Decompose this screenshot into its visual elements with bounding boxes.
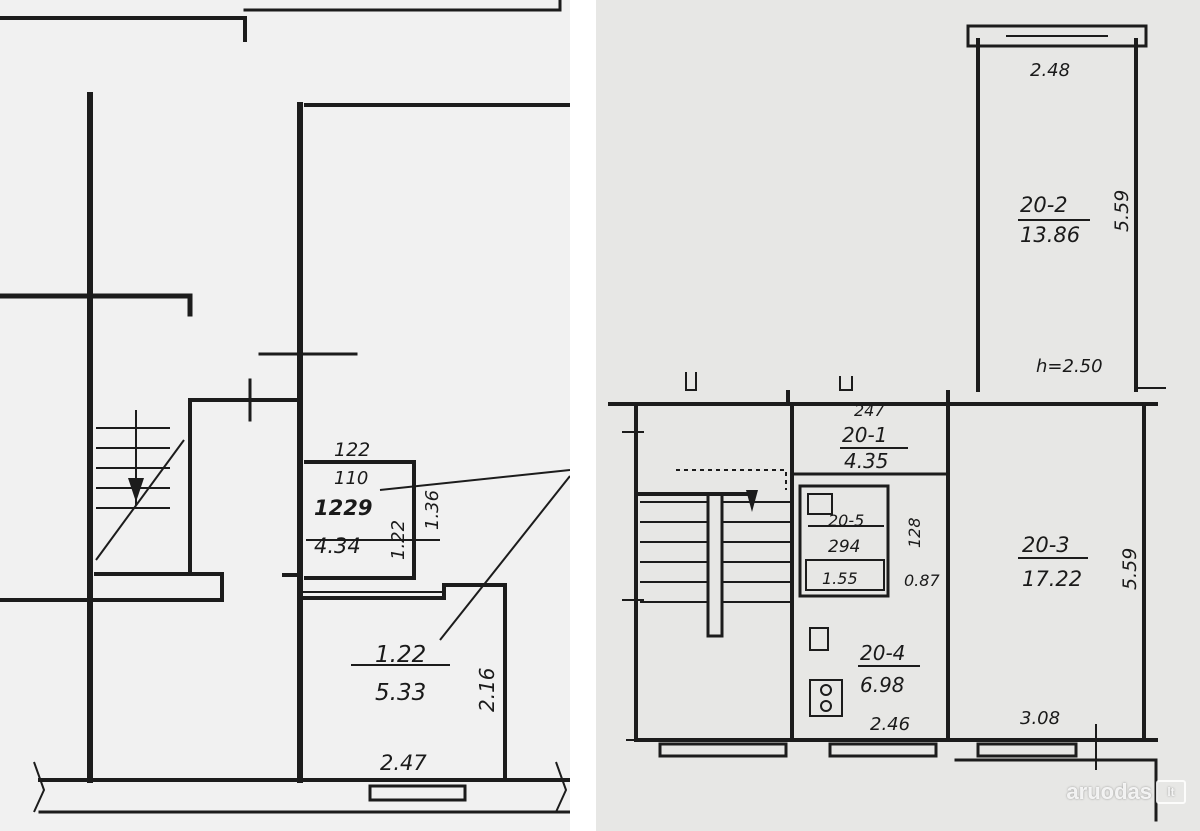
label-room-3-width: 3.08 (1020, 708, 1060, 729)
left-wall-ticks (622, 431, 644, 601)
left-lower-wall (0, 572, 224, 602)
toilet (807, 493, 833, 515)
top-wall (0, 16, 247, 42)
left-horizontal-wall (0, 293, 193, 317)
staircase-right (638, 469, 790, 638)
bath-room-walls (304, 460, 416, 580)
aruodas-watermark: aruodas lt (1066, 779, 1186, 805)
label-kitchen-width: 2.46 (870, 714, 910, 735)
label-room-5-dim-v: 128 (905, 517, 924, 548)
window-1 (658, 742, 788, 758)
label-room-a-dim-v2: 1.36 (422, 490, 443, 530)
bottom-window (368, 784, 467, 802)
bath-block (798, 484, 890, 598)
kitchen-sink (809, 627, 829, 651)
label-room-a-code: 1229 (314, 496, 372, 520)
label-room-4-code: 20-4 (860, 641, 905, 665)
lower-room-walls (282, 573, 507, 782)
label-room-5-area: 294 (828, 537, 860, 557)
pointer-line-1 (379, 469, 570, 491)
label-bottom-width: 2.47 (380, 751, 427, 775)
label-room-b-area: 5.33 (375, 680, 426, 706)
label-room-3-area: 17.22 (1022, 567, 1082, 591)
stove (809, 679, 843, 717)
label-bath-dim: 0.87 (904, 571, 940, 590)
label-room-2-area: 13.86 (1020, 223, 1080, 247)
left-floor-plan: 122 110 1229 4.34 1.22 1.36 1.22 5.33 2.… (0, 0, 570, 831)
label-room-3-length: 5.59 (1119, 548, 1141, 590)
window-2 (828, 742, 938, 758)
label-ceiling-height: h=2.50 (1036, 356, 1103, 377)
vent-stubs (685, 372, 853, 391)
right-floor-plan: 2.48 20-2 13.86 5.59 h=2.50 247 20-1 4.3… (596, 0, 1200, 831)
label-width-inner: 110 (334, 468, 368, 489)
watermark-badge: lt (1156, 780, 1186, 804)
label-width-top: 122 (334, 439, 370, 461)
staircase (94, 398, 302, 576)
window-3 (976, 742, 1078, 758)
label-bath-area: 1.55 (822, 569, 858, 588)
left-plan-drawing: 122 110 1229 4.34 1.22 1.36 1.22 5.33 2.… (0, 0, 570, 814)
label-room-a-area: 4.34 (314, 534, 361, 558)
right-plan-drawing: 2.48 20-2 13.86 5.59 h=2.50 247 20-1 4.3… (608, 24, 1166, 822)
top-wall-outer (243, 0, 562, 12)
label-room-2-width: 2.48 (1030, 60, 1070, 81)
pointer-line-2 (439, 475, 570, 641)
room-2-window (966, 24, 1148, 48)
label-room-1-dim: 247 (854, 401, 885, 420)
watermark-text: aruodas (1066, 779, 1152, 804)
bathtub (805, 559, 885, 591)
label-room-1-area: 4.35 (844, 449, 889, 473)
label-room-1-code: 20-1 (842, 423, 887, 447)
label-room-2-code: 20-2 (1020, 193, 1068, 217)
label-room-a-dim-v1: 1.22 (388, 520, 409, 560)
break-mark (33, 761, 46, 813)
label-room-b-code: 1.22 (375, 642, 426, 668)
label-room-2-length: 5.59 (1111, 190, 1133, 232)
label-room-4-area: 6.98 (860, 673, 905, 697)
label-room-3-code: 20-3 (1022, 533, 1070, 557)
break-mark-right (555, 761, 568, 813)
label-room-5-code: 20-5 (828, 511, 864, 530)
label-room-b-dim-v: 2.16 (475, 667, 499, 712)
